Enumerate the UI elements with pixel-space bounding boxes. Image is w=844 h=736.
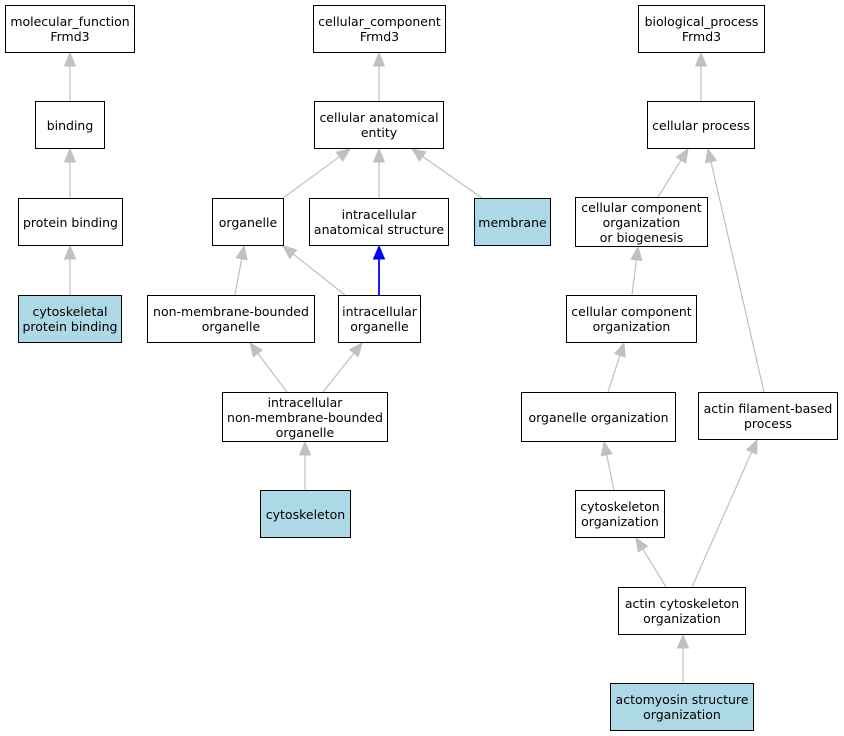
edge-arrowhead bbox=[613, 341, 626, 358]
node-cellular-process[interactable]: cellular process bbox=[647, 101, 755, 149]
edge-cytoskeleton-to-intracellular-nmb-organelle bbox=[298, 440, 312, 490]
edge-line bbox=[282, 156, 340, 199]
edge-arrowhead bbox=[249, 341, 264, 358]
node-membrane[interactable]: membrane bbox=[474, 198, 551, 246]
edge-arrowhead bbox=[704, 147, 718, 164]
edge-intracellular-nmb-organelle-to-intracellular-organelle bbox=[322, 341, 363, 393]
edge-line bbox=[292, 253, 346, 296]
edge-arrowhead bbox=[235, 244, 248, 261]
edge-intracellular-nmb-organelle-to-non-membrane-bounded-organelle bbox=[249, 341, 288, 393]
node-cellular-anatomical-entity[interactable]: cellular anatomical entity bbox=[314, 101, 444, 149]
edge-arrowhead bbox=[298, 440, 312, 456]
edge-actin-cytoskeleton-organization-to-cytoskeleton-organization bbox=[635, 536, 667, 588]
edge-protein-binding-to-binding bbox=[63, 147, 77, 198]
node-intracellular-anatomical-structure[interactable]: intracellular anatomical structure bbox=[309, 198, 449, 246]
node-intracellular-organelle[interactable]: intracellular organelle bbox=[338, 295, 421, 343]
edge-line bbox=[631, 259, 637, 296]
node-organelle[interactable]: organelle bbox=[212, 198, 284, 246]
edge-non-membrane-bounded-organelle-to-organelle bbox=[234, 244, 248, 296]
edge-line bbox=[691, 451, 753, 588]
node-intracellular-non-membrane-bounded-organelle[interactable]: intracellular non-membrane-bounded organ… bbox=[222, 392, 388, 442]
node-cytoskeleton[interactable]: cytoskeleton bbox=[260, 490, 351, 538]
edge-arrowhead bbox=[372, 147, 386, 163]
edge-actomyosin-structure-organization-to-actin-cytoskeleton-organization bbox=[676, 633, 690, 683]
edge-line bbox=[657, 159, 682, 198]
edge-line bbox=[710, 161, 765, 393]
edge-arrowhead bbox=[635, 536, 649, 553]
edge-line bbox=[606, 454, 615, 491]
edge-binding-to-mf-root bbox=[63, 51, 77, 101]
edge-arrowhead bbox=[675, 147, 689, 164]
node-cellular-component-organization-or-biogenesis[interactable]: cellular component organization or bioge… bbox=[575, 197, 708, 247]
edge-arrowhead bbox=[410, 148, 427, 162]
edge-arrowhead bbox=[63, 147, 77, 163]
edge-arrowhead bbox=[600, 440, 613, 457]
edge-arrowhead bbox=[694, 51, 708, 67]
edge-arrowhead bbox=[630, 245, 643, 262]
edge-line bbox=[642, 548, 667, 588]
edge-cytoskeletal-protein-binding-to-protein-binding bbox=[63, 244, 77, 295]
edge-cellular-process-to-bp-root bbox=[694, 51, 708, 101]
edge-intracellular-organelle-to-organelle bbox=[281, 245, 346, 296]
node-actin-cytoskeleton-organization[interactable]: actin cytoskeleton organization bbox=[618, 587, 746, 635]
edge-arrowhead bbox=[281, 245, 298, 260]
edge-cellular-anatomical-entity-to-cc-root bbox=[372, 51, 386, 101]
edge-arrowhead bbox=[63, 244, 77, 260]
edge-arrowhead bbox=[372, 244, 386, 260]
node-protein-binding[interactable]: protein binding bbox=[18, 198, 123, 246]
node-non-membrane-bounded-organelle[interactable]: non-membrane-bounded organelle bbox=[147, 295, 315, 343]
edge-organelle-to-cellular-anatomical-entity bbox=[282, 148, 352, 199]
node-cytoskeleton-organization[interactable]: cytoskeleton organization bbox=[575, 490, 665, 538]
edge-arrowhead bbox=[745, 438, 758, 455]
node-biological-process-root[interactable]: biological_process Frmd3 bbox=[638, 5, 765, 53]
edge-organelle-organization-to-cc-organization bbox=[607, 341, 626, 393]
edge-cc-organization-to-cc-org-biogenesis bbox=[630, 245, 643, 296]
edge-membrane-to-cellular-anatomical-entity bbox=[410, 148, 483, 199]
edge-line bbox=[257, 353, 288, 393]
node-cytoskeletal-protein-binding[interactable]: cytoskeletal protein binding bbox=[18, 295, 122, 343]
edge-intracellular-anatomical-structure-to-cellular-anatomical-entity bbox=[372, 147, 386, 198]
edge-arrowhead bbox=[676, 633, 690, 649]
edge-arrowhead bbox=[348, 341, 363, 358]
edge-line bbox=[322, 352, 355, 393]
edge-intracellular-organelle-to-intracellular-anatomical-structure bbox=[372, 244, 386, 295]
node-cellular-component-organization[interactable]: cellular component organization bbox=[566, 295, 697, 343]
edge-line bbox=[234, 258, 243, 296]
node-cellular-component-root[interactable]: cellular_component Frmd3 bbox=[313, 5, 446, 53]
edge-line bbox=[607, 355, 621, 393]
edge-cc-org-biogenesis-to-cellular-process bbox=[657, 147, 689, 198]
node-binding[interactable]: binding bbox=[35, 101, 105, 149]
edge-actin-cytoskeleton-organization-to-actin-filament-based-process bbox=[691, 438, 758, 588]
node-molecular-function-root[interactable]: molecular_function Frmd3 bbox=[5, 5, 135, 53]
node-organelle-organization[interactable]: organelle organization bbox=[521, 392, 676, 442]
node-actomyosin-structure-organization[interactable]: actomyosin structure organization bbox=[610, 683, 754, 731]
edge-actin-filament-based-process-to-cellular-process bbox=[704, 147, 765, 393]
edge-arrowhead bbox=[63, 51, 77, 67]
edge-arrowhead bbox=[372, 51, 386, 67]
edge-arrowhead bbox=[335, 148, 352, 163]
edge-line bbox=[422, 155, 483, 199]
edge-cytoskeleton-organization-to-organelle-organization bbox=[600, 440, 615, 491]
node-actin-filament-based-process[interactable]: actin filament-based process bbox=[698, 392, 838, 440]
